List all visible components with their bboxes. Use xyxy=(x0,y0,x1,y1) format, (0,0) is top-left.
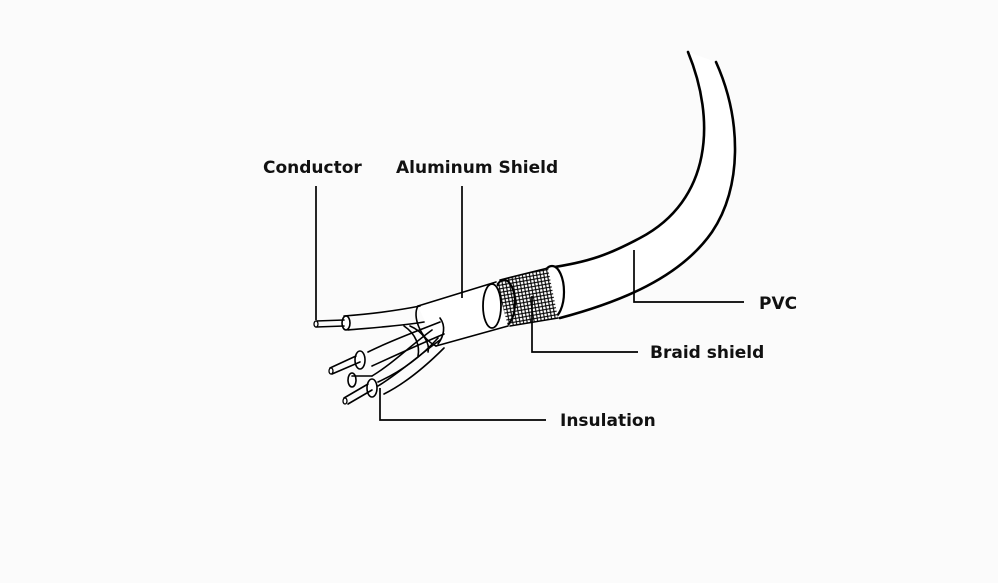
insulation-label: Insulation xyxy=(560,411,656,431)
pvc-label: PVC xyxy=(759,294,797,314)
twisted-wires xyxy=(328,321,445,405)
insulation-leader-line xyxy=(379,388,546,421)
aluminum-shield-label: Aluminum Shield xyxy=(396,158,558,178)
braid-shield-leader-line xyxy=(531,296,638,353)
upper-wire xyxy=(313,305,425,331)
pvc-leader-line xyxy=(633,250,744,303)
pvc-jacket xyxy=(538,50,737,320)
braid-shield-label: Braid shield xyxy=(650,343,764,363)
conductor-label: Conductor xyxy=(263,158,362,178)
aluminum-foil-shield xyxy=(415,281,509,347)
